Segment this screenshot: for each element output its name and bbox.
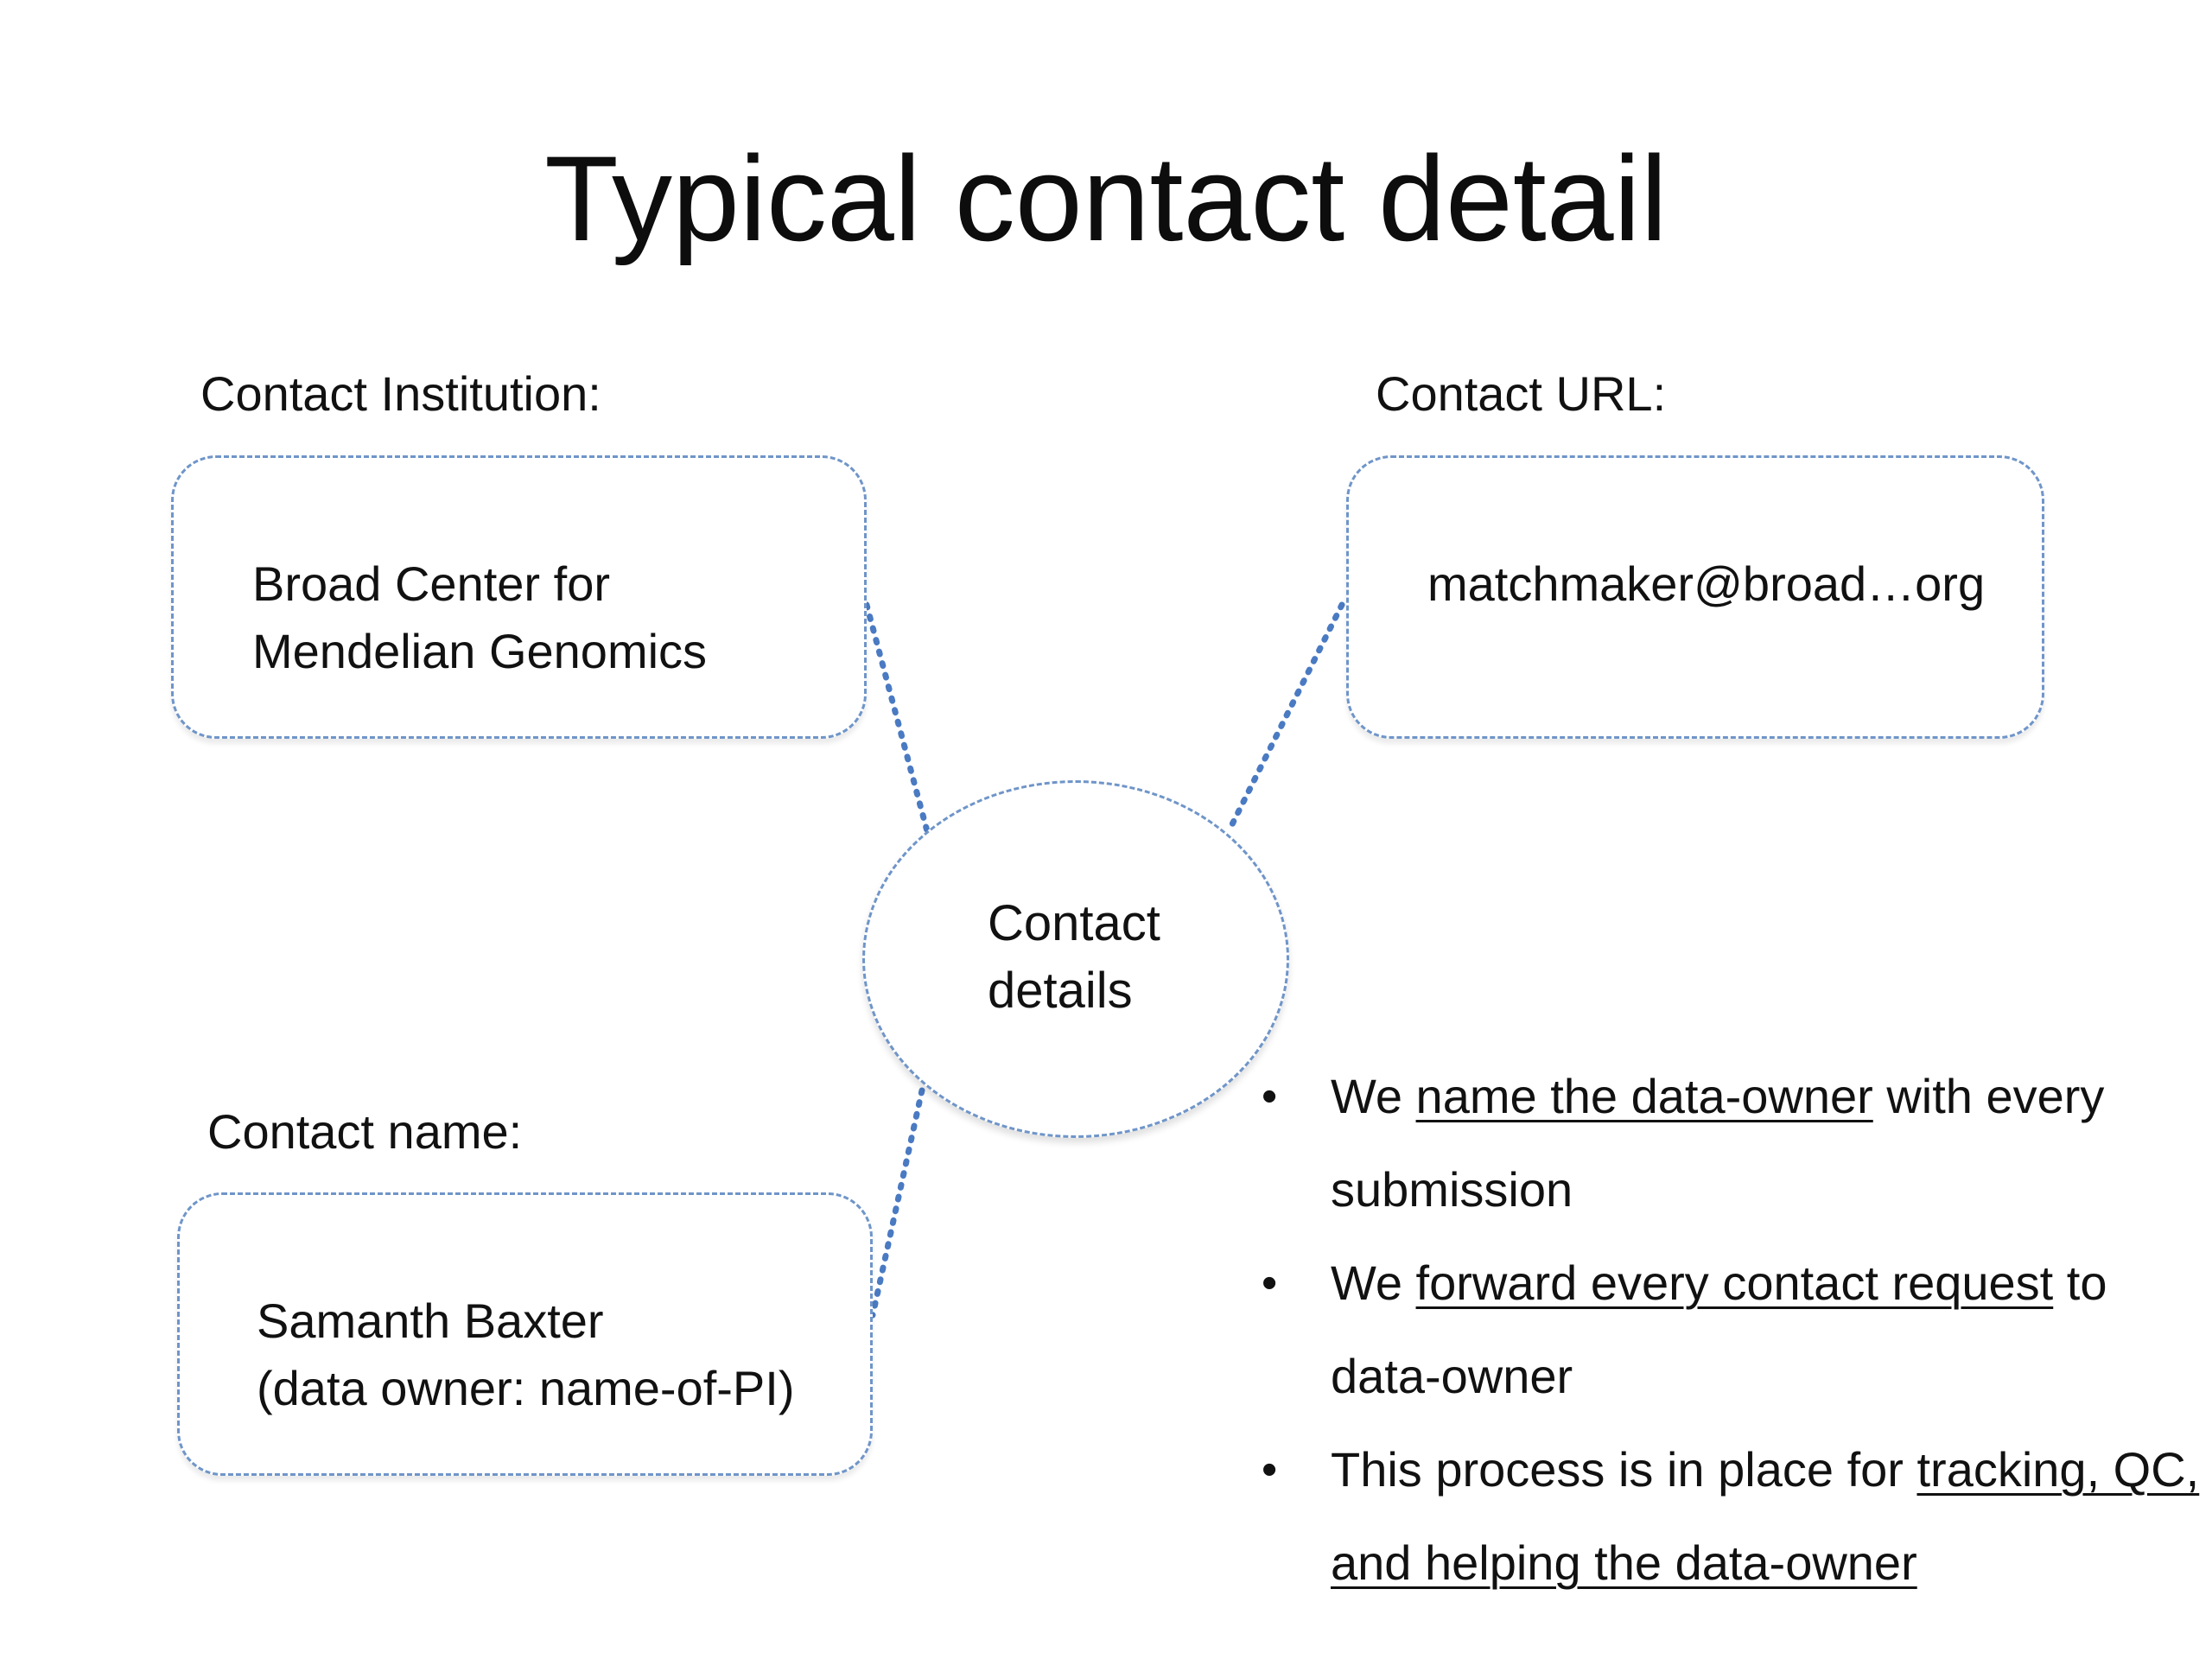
contact-details-line-2: details <box>988 963 1133 1019</box>
bullet-pre: We <box>1331 1069 1416 1123</box>
url-label: Contact URL: <box>1376 366 1667 421</box>
contact-details-label: Contact details <box>988 890 1160 1025</box>
name-line-2: (data owner: name-of-PI) <box>257 1361 795 1415</box>
bullet-dot: • <box>1262 1258 1278 1308</box>
contact-details-line-1: Contact <box>988 895 1160 951</box>
bullet-dot: • <box>1262 1445 1278 1495</box>
name-line-1: Samanth Baxter <box>257 1294 604 1348</box>
bullet-item: • This process is in place for tracking,… <box>1262 1423 2203 1610</box>
bullet-post: to data-owner <box>1331 1255 2107 1403</box>
institution-box <box>171 455 867 739</box>
contact-details-node <box>862 780 1289 1138</box>
bullet-underlined: tracking, QC, and helping the data-owner <box>1331 1442 2200 1590</box>
bullet-item: • We name the data-owner with every subm… <box>1262 1050 2203 1236</box>
institution-line-1: Broad Center for <box>252 556 610 611</box>
bullet-post: with every submission <box>1331 1069 2105 1217</box>
bullet-underlined: name the data-owner <box>1415 1069 1873 1123</box>
institution-line-2: Mendelian Genomics <box>252 624 708 678</box>
connector-institution <box>863 601 931 835</box>
url-box <box>1346 455 2044 739</box>
name-label: Contact name: <box>207 1104 523 1159</box>
name-box <box>177 1192 873 1476</box>
bullet-dot: • <box>1262 1071 1278 1122</box>
institution-label: Contact Institution: <box>200 366 601 421</box>
bullet-list: • We name the data-owner with every subm… <box>1262 1050 2203 1610</box>
connector-name <box>869 1087 925 1319</box>
bullet-pre: This process is in place for <box>1331 1442 1917 1497</box>
bullet-item: • We forward every contact request to da… <box>1262 1236 2203 1423</box>
institution-value: Broad Center for Mendelian Genomics <box>252 550 707 685</box>
bullet-pre: We <box>1331 1255 1416 1310</box>
url-value: matchmaker@broad…org <box>1427 556 1986 611</box>
connector-url <box>1225 601 1345 835</box>
name-value: Samanth Baxter (data owner: name-of-PI) <box>257 1287 794 1422</box>
bullet-underlined: forward every contact request <box>1415 1255 2054 1310</box>
slide-title: Typical contact detail <box>544 130 1668 266</box>
